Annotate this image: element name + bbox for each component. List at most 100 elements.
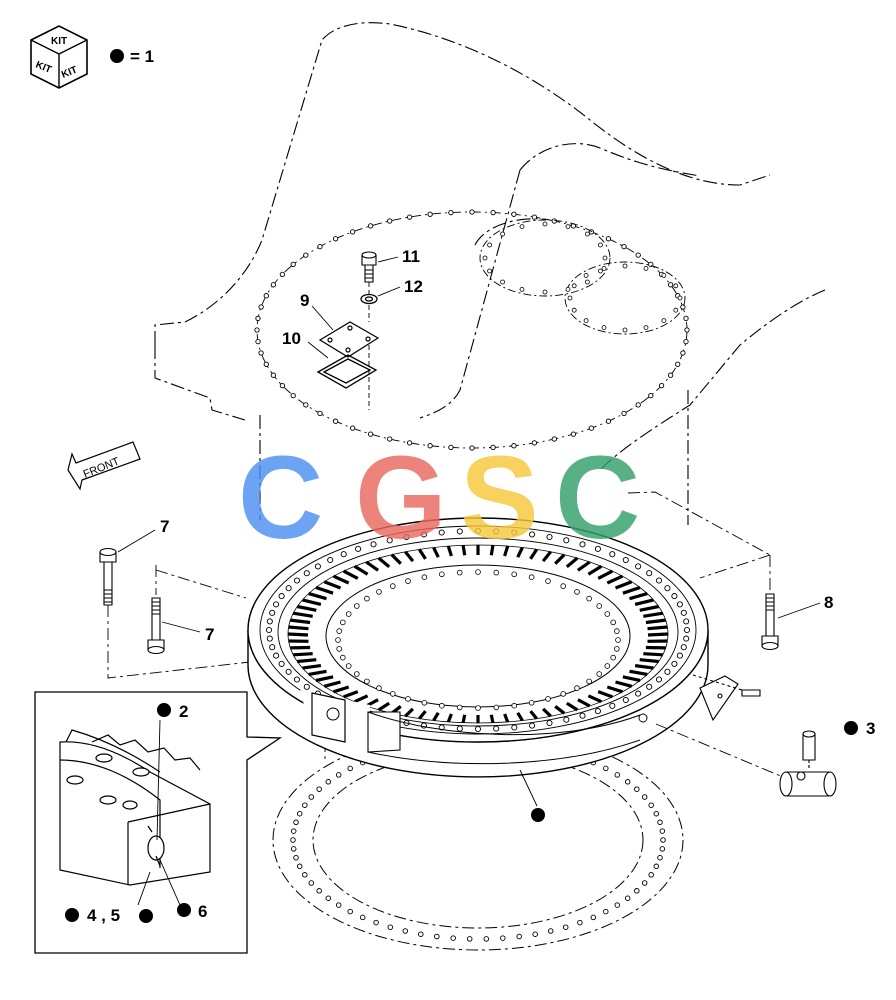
callout-7-upper: 7 [160, 517, 169, 536]
gear-tooth [597, 569, 614, 580]
outer-race-hole [579, 541, 586, 548]
gear-tooth [516, 711, 524, 722]
inner-race-hole [475, 569, 481, 575]
outer-race-hole [676, 601, 683, 608]
motor-bolt-hole [482, 255, 488, 261]
outer-race-hole [273, 601, 280, 608]
lower-bolt-hole [450, 935, 456, 941]
frame-bolt-hole [317, 243, 323, 250]
gear-tooth [308, 592, 327, 601]
outer-race-hole [420, 531, 427, 538]
outer-race-hole [671, 593, 678, 600]
outer-race-hole [403, 533, 410, 541]
inner-race-hole [335, 637, 341, 643]
motor-bolt-hole [601, 325, 607, 331]
outer-race-hole [456, 725, 463, 732]
gear-tooth [577, 698, 591, 708]
frame-bolt-hole [290, 392, 296, 399]
callout-3-bullet [844, 721, 858, 735]
lower-bolt-hole [308, 794, 315, 800]
motor-bolt-hole [500, 231, 506, 237]
swing-bearing [247, 517, 709, 778]
gear-tooth [315, 675, 334, 683]
frame-bolt-hole [469, 445, 475, 451]
motor-bolt-hole [519, 224, 525, 230]
outer-race-hole [303, 683, 310, 690]
lower-bolt-hole [316, 888, 322, 894]
outer-race-hole [594, 708, 601, 715]
gear-tooth [647, 625, 668, 631]
frame-bolt-hole [531, 214, 538, 220]
frame-bolt-hole [270, 372, 277, 378]
callout-9: 9 [300, 291, 309, 310]
frame-bolt-hole [684, 327, 690, 333]
outer-race-hole [622, 556, 629, 564]
motor-bolt-hole [542, 221, 548, 227]
outer-race-hole [511, 529, 518, 536]
frame-bolt-hole [279, 382, 286, 389]
lower-bolt-hole [590, 914, 597, 921]
outer-race-hole [285, 668, 292, 675]
outer-race-hole [273, 652, 280, 659]
cover-plate [318, 321, 380, 358]
motor-bolt-hole [583, 272, 589, 278]
inner-race-hole [336, 646, 343, 652]
gear-tooth [629, 592, 648, 601]
motor-bolt-hole [487, 268, 493, 274]
frame-bolt-hole [551, 436, 557, 442]
lower-bolt-hole [347, 908, 353, 915]
lower-bolt-hole [614, 902, 621, 908]
inner-race-hole [376, 589, 382, 595]
gear-tooth [287, 632, 309, 637]
outer-race-hole [285, 585, 292, 592]
frame-bolt-hole [332, 236, 339, 242]
motor-mount-circles [479, 219, 686, 335]
gear-tooth [606, 685, 623, 694]
frame-bolt-hole [448, 209, 454, 216]
inner-race-hole [364, 595, 370, 602]
gear-tooth [315, 585, 334, 595]
frame-bolt-hole [667, 372, 674, 378]
frame-bolt-hole [680, 350, 686, 356]
outer-race-hole [456, 528, 463, 535]
outer-race-hole [546, 533, 553, 541]
callout-2-bullet [157, 703, 171, 717]
gear-tooth [629, 669, 648, 676]
frame-bolt-hole [605, 236, 612, 242]
inner-race-hole [610, 654, 616, 661]
lower-bolt-hole [648, 802, 654, 808]
motor-bolt-hole [598, 242, 603, 248]
motor-bolt-hole [601, 265, 607, 271]
frame-bolt-hole [270, 282, 277, 288]
frame-bolt-circle [254, 209, 690, 451]
lower-bolt-hole [418, 931, 424, 937]
bolt-7-left [99, 547, 117, 606]
inner-race-hole [586, 595, 592, 602]
lower-bolt-hole [290, 846, 297, 852]
callout-5-bullet [139, 909, 153, 923]
frame-bolt-hole [511, 443, 517, 449]
gear-tooth [342, 569, 359, 580]
motor-bolt-hole [571, 307, 577, 313]
gear-tooth [587, 694, 603, 704]
gear-tooth [323, 680, 341, 688]
gear-tooth [432, 711, 440, 722]
frame-bolt-hole [469, 209, 475, 215]
gear-tooth [302, 664, 322, 670]
outer-race-hole [546, 719, 553, 727]
inner-race-hole [586, 678, 592, 685]
lower-bolt-hole [653, 863, 660, 870]
gear-tooth [353, 564, 369, 576]
outer-race-hole [529, 722, 536, 729]
frame-bolt-hole [406, 440, 413, 446]
lower-bolt-hole [296, 863, 303, 870]
gear-tooth [503, 545, 510, 557]
callout-4-5: 4 , 5 [87, 906, 120, 925]
outer-race-hole [609, 551, 616, 558]
gear-tooth [634, 598, 654, 606]
outer-race-hole [314, 563, 321, 570]
frame-bolt-hole [303, 402, 309, 408]
gear-tooth [529, 548, 539, 560]
frame-bolt-hole [667, 282, 674, 288]
bolt-leader-lines [107, 491, 771, 760]
